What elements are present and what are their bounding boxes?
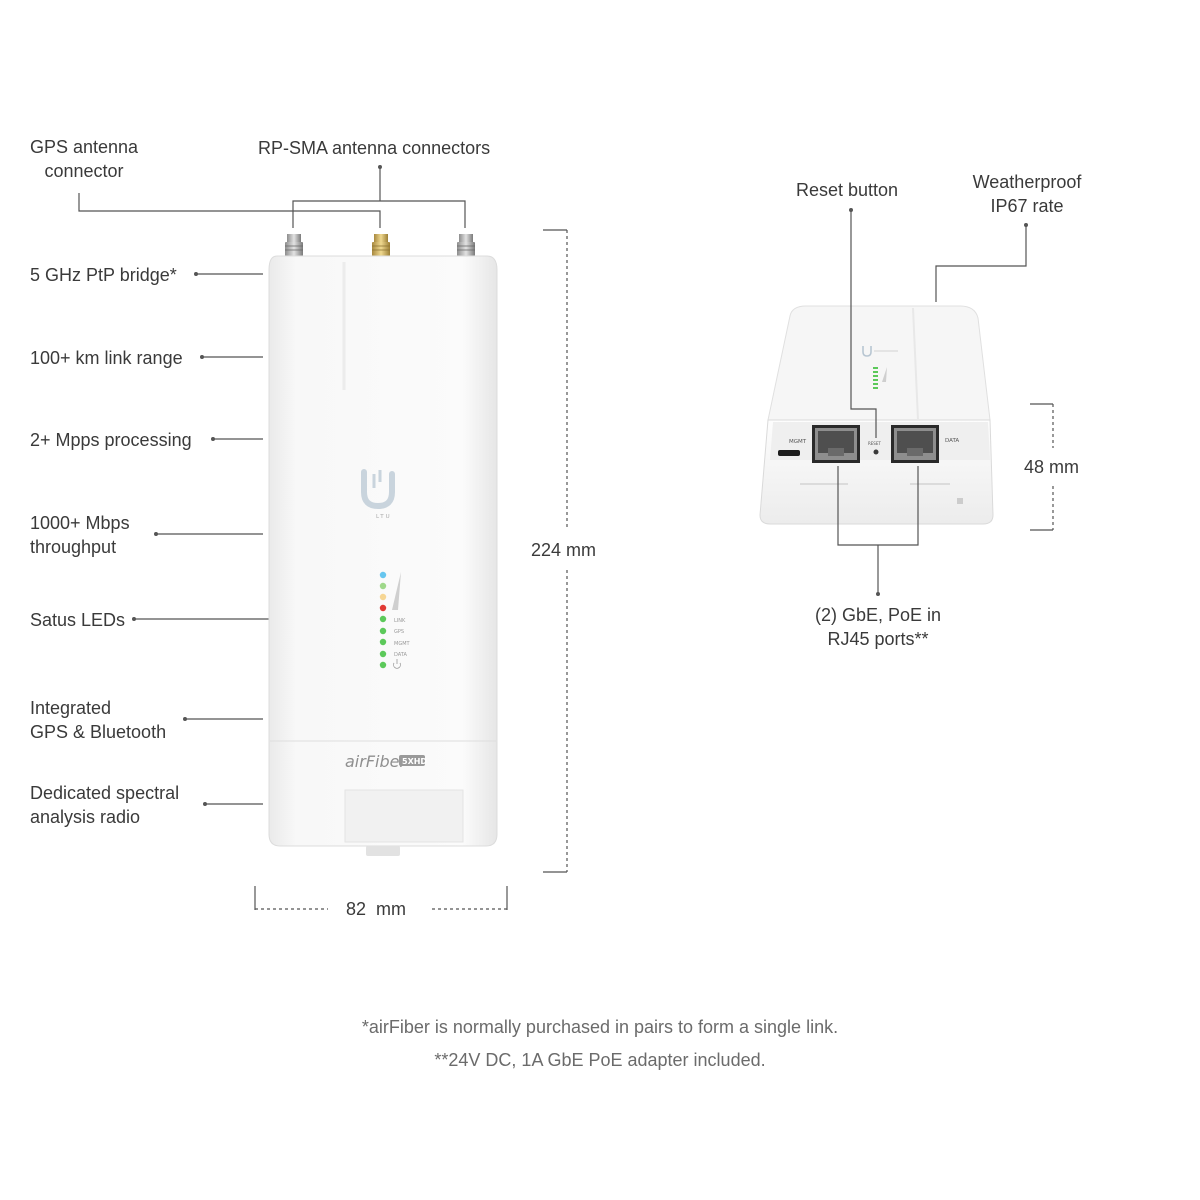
ltu-caption: LTU [376, 514, 392, 520]
label-ptp-bridge: 5 GHz PtP bridge* [30, 265, 177, 285]
label-weatherproof: Weatherproof IP67 rate [972, 172, 1082, 216]
brand-airfiber: airFiber [345, 752, 407, 771]
gps-antenna-connector [372, 234, 390, 256]
port-label-data: DATA [945, 438, 959, 444]
footnote-poe-adapter: **24V DC, 1A GbE PoE adapter included. [434, 1050, 766, 1070]
label-rj45-ports: (2) GbE, PoE in RJ45 ports** [814, 605, 942, 649]
label-throughput: 1000+ Mbps throughput [30, 513, 130, 557]
label-status-leds: Satus LEDs [30, 610, 126, 630]
rp-sma-connector-right [457, 234, 475, 256]
label-link-range: 100+ km link range [30, 348, 183, 368]
leader-lines-side [837, 210, 1027, 594]
led-label-gps: GPS [394, 629, 404, 635]
port-label-mgmt: MGMT [789, 439, 807, 445]
brand-badge-bg [399, 755, 425, 766]
label-rp-sma-connectors: RP-SMA antenna connectors [258, 138, 491, 158]
label-spectral-radio: Dedicated spectral analysis radio [30, 783, 180, 827]
led-label-data: DATA [394, 652, 407, 658]
reset-button-hole [873, 449, 879, 455]
port-label-reset: RESET [868, 441, 881, 446]
label-gps-bluetooth: Integrated GPS & Bluetooth [30, 698, 167, 742]
ubiquiti-logo [361, 469, 395, 510]
label-mpps: 2+ Mpps processing [30, 430, 192, 450]
label-gps-antenna-connector: GPS antenna connector [29, 137, 139, 181]
airfiber-port-view [759, 305, 994, 525]
brand-badge: 5XHD [402, 757, 427, 766]
led-label-link: LINK [394, 618, 406, 624]
footnote-pairs: *airFiber is normally purchased in pairs… [361, 1017, 839, 1037]
dimension-lines [254, 229, 1054, 910]
data-port [891, 425, 939, 463]
status-led-array [379, 571, 401, 669]
led-label-mgmt: MGMT [394, 641, 411, 647]
airfiber-front-view [268, 234, 498, 856]
label-reset-button: Reset button [796, 180, 899, 200]
dimension-height: 224 mm [531, 540, 597, 560]
rp-sma-connector-left [285, 234, 303, 256]
dimension-width: 82 mm [346, 899, 407, 919]
mgmt-port [812, 425, 860, 463]
dimension-depth: 48 mm [1024, 457, 1080, 477]
